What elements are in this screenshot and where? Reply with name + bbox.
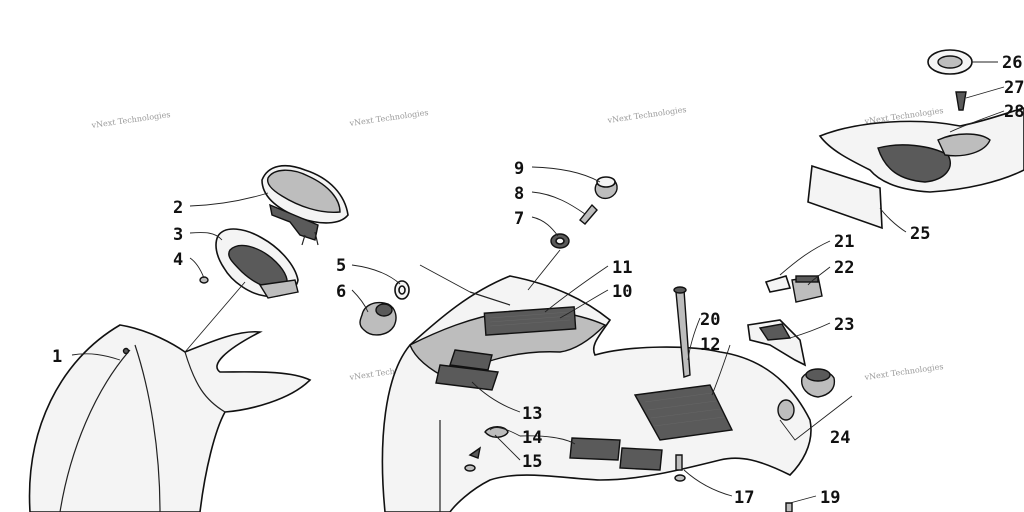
part-cap-9: [594, 176, 618, 200]
callout-28: 28: [1004, 102, 1024, 122]
callout-26: 26: [1002, 53, 1022, 73]
callout-15: 15: [522, 452, 542, 472]
part-grommet-7: [550, 233, 570, 249]
decal-11: [489, 311, 571, 327]
callout-24: 24: [830, 428, 850, 448]
watermark: vNext Technologies: [90, 110, 171, 130]
part-panel-25: [807, 164, 883, 230]
part-screw-27: [955, 91, 967, 111]
callout-10: 10: [612, 282, 632, 302]
part-socket-24: [777, 368, 853, 441]
callout-14: 14: [522, 428, 542, 448]
part-washer-5: [394, 280, 410, 300]
part-bolt-8: [579, 203, 598, 225]
callout-7: 7: [514, 209, 524, 229]
part-switch-22: [791, 275, 823, 303]
callout-6: 6: [336, 282, 346, 302]
part-console-body: [381, 275, 812, 512]
callout-12: 12: [700, 335, 720, 355]
callout-20: 20: [700, 310, 720, 330]
part-bracket-23: [747, 319, 807, 367]
callout-3: 3: [173, 225, 183, 245]
callout-27: 27: [1004, 78, 1024, 98]
part-screw-17: [675, 454, 683, 471]
watermark: vNext Technologies: [348, 108, 429, 128]
part-bolt-20: [673, 286, 691, 378]
decal-12: [644, 392, 725, 427]
callout-2: 2: [173, 198, 183, 218]
part-screw-19: [785, 502, 793, 512]
callout-19: 19: [820, 488, 840, 508]
part-switch-6: [359, 301, 397, 336]
callout-13: 13: [522, 404, 542, 424]
callout-4: 4: [173, 250, 183, 270]
watermark: vNext Technologies: [863, 362, 944, 382]
callout-22: 22: [834, 258, 854, 278]
part-front-hood: [28, 324, 312, 512]
part-clip-21: [764, 275, 792, 293]
part-rear-cover-28: [818, 107, 1024, 193]
callout-9: 9: [514, 159, 524, 179]
callout-8: 8: [514, 184, 524, 204]
callout-25: 25: [910, 224, 930, 244]
callout-11: 11: [612, 258, 632, 278]
part-gasket-26: [927, 49, 973, 75]
callout-23: 23: [834, 315, 854, 335]
callout-17: 17: [734, 488, 754, 508]
part-gauge-housing: [215, 228, 299, 299]
callout-5: 5: [336, 256, 346, 276]
part-gauge: [261, 164, 349, 246]
watermark: vNext Technologies: [606, 105, 687, 125]
callout-group: 1 2 3 4 5 6 7 8 9 10 11 12 13 14 15 17 1…: [52, 53, 1024, 508]
leader-lines: [71, 61, 1005, 504]
callout-21: 21: [834, 232, 854, 252]
callout-1: 1: [52, 347, 62, 367]
